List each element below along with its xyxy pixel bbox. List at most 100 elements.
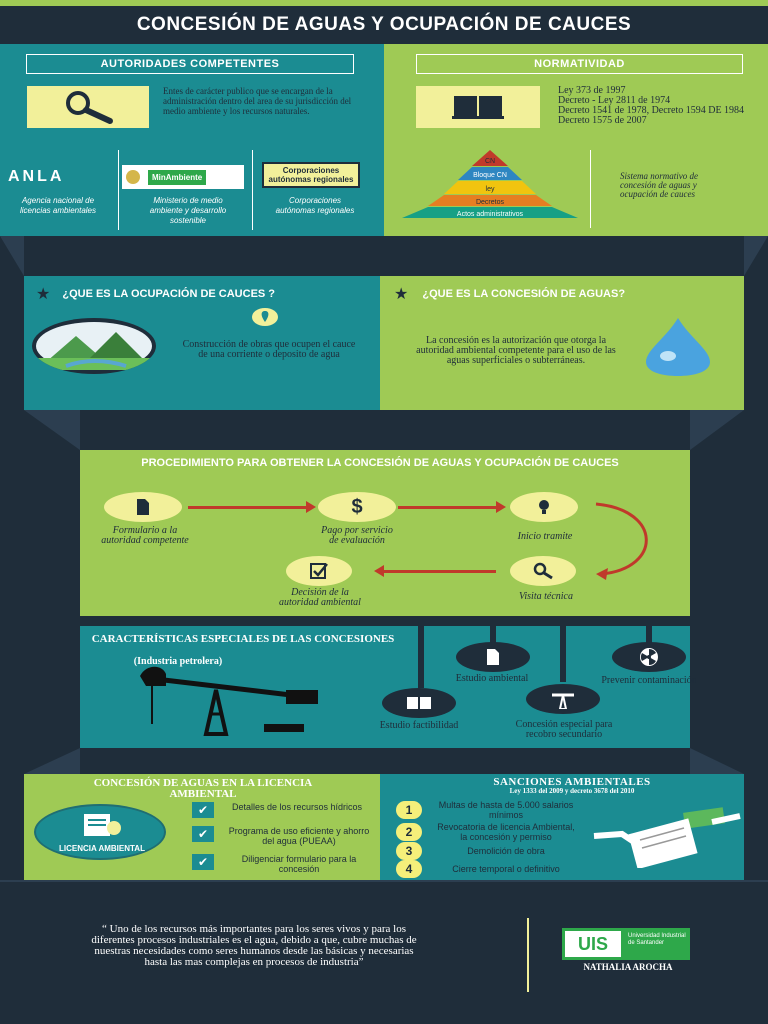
- sancion-number: 3: [396, 842, 422, 860]
- concesion-text: La concesión es la autorización que otor…: [416, 335, 616, 366]
- licencia-item: ✔ Diligenciar formulario para la concesi…: [192, 854, 382, 874]
- normative-note: Sistema normativo de concesión de aguas …: [620, 171, 698, 199]
- car-logo: Corporaciones autónomas regionales: [262, 162, 360, 188]
- step-pago: $: [318, 492, 396, 522]
- flow-arrowhead: [496, 501, 506, 513]
- prevenir-label: Prevenir contaminación: [601, 675, 697, 686]
- star-icon: ★: [36, 284, 51, 303]
- uni-logo-mark: UIS: [562, 928, 624, 960]
- fold-decoration: [24, 410, 744, 450]
- car-caption: Corporaciones autónomas regionales: [275, 196, 355, 215]
- step-formulario-label: Formulario a la autoridad competente: [101, 525, 189, 546]
- footer-divider: [0, 880, 768, 882]
- location-pin-icon: [252, 308, 278, 326]
- licencia-item-label: Diligenciar formulario para la concesión: [241, 854, 357, 874]
- certificate-icon: [84, 814, 121, 836]
- sancion-number: 1: [396, 801, 422, 819]
- ocupacion-title: ¿QUE ES LA OCUPACIÓN DE CAUCES ?: [62, 287, 276, 300]
- uni-logo: UIS Universidad Industrial de Santander: [562, 928, 694, 960]
- sancion-item: 2 Revocatoria de licencia Ambiental, la …: [396, 822, 596, 842]
- sanciones-subtitle: Ley 1333 del 2009 y decreto 3678 del 201…: [509, 787, 635, 795]
- step-decision: [286, 556, 352, 586]
- law-item: Decreto 1575 de 2007: [558, 115, 647, 126]
- handshake-money-icon: [593, 807, 741, 868]
- step-visita-label: Visita técnica: [519, 591, 573, 602]
- fold-decoration: [24, 748, 744, 774]
- caracteristicas-title: CARACTERÍSTICAS ESPECIALES DE LAS CONCES…: [91, 633, 395, 645]
- autoridades-description: Entes de carácter publico que se encarga…: [163, 86, 352, 116]
- divider: [252, 150, 253, 230]
- concesion-title: ¿QUE ES LA CONCESIÓN DE AGUAS?: [422, 287, 626, 300]
- fold-decoration: [0, 236, 768, 276]
- connector-line: [560, 626, 566, 682]
- flow-arrow: [398, 506, 498, 509]
- landscape-icon: [36, 322, 152, 370]
- estudio-ambiental-label: Estudio ambiental: [455, 673, 529, 684]
- licencia-badge: LICENCIA AMBIENTAL: [34, 804, 166, 860]
- step-pago-label: Pago por servicio de evaluación: [321, 525, 393, 546]
- flow-arrow: [384, 570, 496, 573]
- especial-label: Concesión especial para recobro secundar…: [515, 719, 613, 740]
- step-formulario: [104, 492, 182, 522]
- sancion-label: Cierre temporal o definitivo: [452, 864, 560, 874]
- autoridades-label: AUTORIDADES COMPETENTES: [26, 54, 354, 74]
- page-title: CONCESIÓN DE AGUAS Y OCUPACIÓN DE CAUCES: [0, 0, 768, 44]
- book-icon: [452, 96, 504, 119]
- document-icon: [137, 499, 149, 515]
- oil-pump-icon: [140, 666, 318, 736]
- ocupacion-title-row: ★ ¿QUE ES LA OCUPACIÓN DE CAUCES ?: [36, 284, 380, 303]
- especial-badge: [526, 684, 600, 714]
- licencia-title: CONCESIÓN DE AGUAS EN LA LICENCIA AMBIEN…: [93, 777, 313, 800]
- sancion-item: 1 Multas de hasta de 5.000 salarios míni…: [396, 800, 596, 820]
- author-name: NATHALIA AROCHA: [583, 962, 673, 972]
- book-icon: [407, 697, 431, 709]
- divider: [118, 150, 119, 230]
- footer-quote: “ Uno de los recursos más importantes pa…: [91, 923, 417, 968]
- sancion-label: Demolición de obra: [467, 846, 545, 856]
- licencia-item: ✔ Programa de uso eficiente y ahorro del…: [192, 826, 382, 846]
- sancion-label: Multas de hasta de 5.000 salarios mínimo…: [438, 800, 574, 820]
- law-item: Decreto 1541 de 1978, Decreto 1594 DE 19…: [558, 105, 745, 116]
- concesion-title-row: ★ ¿QUE ES LA CONCESIÓN DE AGUAS?: [394, 284, 744, 303]
- licencia-item-label: Programa de uso eficiente y ahorro del a…: [228, 826, 370, 846]
- curved-flow-arrow: [595, 502, 648, 580]
- magnifier-icon: [66, 91, 113, 124]
- magnifier-icon: [533, 562, 553, 580]
- document-icon: [487, 649, 499, 665]
- step-inicio-label: Inicio tramite: [517, 531, 573, 542]
- procedimiento-panel: [80, 450, 690, 616]
- normatividad-label: NORMATIVIDAD: [416, 54, 743, 74]
- step-inicio: [510, 492, 578, 522]
- laws-list: Ley 373 de 1997 Decreto - Ley 2811 de 19…: [558, 86, 758, 126]
- step-decision-label: Decisión de la autoridad ambiental: [279, 587, 361, 608]
- check-icon: ✔: [192, 802, 214, 818]
- check-icon: ✔: [192, 826, 214, 842]
- flow-arrow: [188, 506, 308, 509]
- licencia-item: ✔ Detalles de los recursos hídricos: [192, 802, 382, 818]
- flow-arrowhead: [306, 501, 316, 513]
- sancion-label: Revocatoria de licencia Ambiental, la co…: [437, 822, 575, 842]
- footer-vline: [527, 918, 529, 992]
- landscape-image: [32, 318, 156, 374]
- lightbulb-icon: [539, 500, 549, 514]
- estudio-ambiental-badge: [456, 642, 530, 672]
- star-icon: ★: [394, 284, 409, 303]
- law-item: Ley 373 de 1997: [558, 85, 626, 96]
- prevenir-badge: [612, 642, 686, 672]
- sancion-item: 3 Demolición de obra: [396, 842, 596, 860]
- shield-icon: [126, 170, 140, 184]
- pyramid-level: Actos administrativos: [457, 211, 524, 218]
- caracteristicas-subtitle: (Industria petrolera): [133, 656, 223, 667]
- pyramid-level: CN: [485, 158, 495, 165]
- sanciones-title: SANCIONES AMBIENTALES: [493, 776, 651, 788]
- flow-arrowhead: [374, 565, 384, 577]
- anla-logo: ANLA: [8, 166, 114, 185]
- anla-caption: Agencia nacional de licencias ambientale…: [19, 196, 97, 215]
- book-icon-box: [416, 86, 540, 128]
- normative-pyramid: CN Bloque CN ley Decretos Actos administ…: [402, 150, 578, 218]
- licencia-item-label: Detalles de los recursos hídricos: [231, 802, 363, 812]
- caracteristicas-panel: [80, 626, 690, 748]
- law-item: Decreto - Ley 2811 de 1974: [558, 95, 671, 106]
- minambiente-logo-text: MinAmbiente: [148, 169, 207, 185]
- connector-line: [490, 626, 496, 644]
